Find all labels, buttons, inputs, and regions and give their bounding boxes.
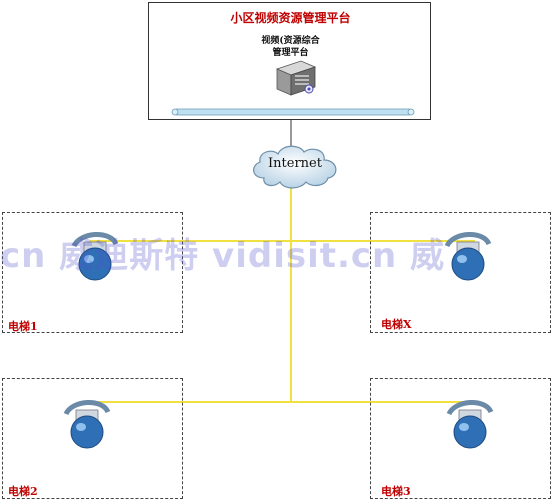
network-bus-icon xyxy=(171,108,415,116)
internet-cloud-icon xyxy=(253,145,337,189)
server-label-line1: 视频(资源综合 xyxy=(261,36,320,46)
elevator-box-2 xyxy=(2,378,183,499)
internet-label: Internet xyxy=(268,156,322,171)
dome-camera-icon-2 xyxy=(63,400,111,449)
dome-camera-icon-1 xyxy=(71,232,119,281)
dome-camera-icon-3 xyxy=(446,400,494,449)
platform-box: 小区视频资源管理平台 视频(资源综合 管理平台 xyxy=(148,2,431,120)
server-icon xyxy=(275,60,317,96)
elevator-label-x: 电梯X xyxy=(381,318,412,331)
server-label-line2: 管理平台 xyxy=(272,48,309,58)
elevator-box-x xyxy=(370,212,551,333)
elevator-label-2: 电梯2 xyxy=(8,485,38,498)
dome-camera-icon-x xyxy=(444,232,492,281)
elevator-label-3: 电梯3 xyxy=(381,485,411,498)
elevator-box-3 xyxy=(370,378,551,499)
elevator-label-1: 电梯1 xyxy=(8,320,38,333)
platform-title: 小区视频资源管理平台 xyxy=(230,11,351,25)
elevator-box-1 xyxy=(2,212,183,333)
